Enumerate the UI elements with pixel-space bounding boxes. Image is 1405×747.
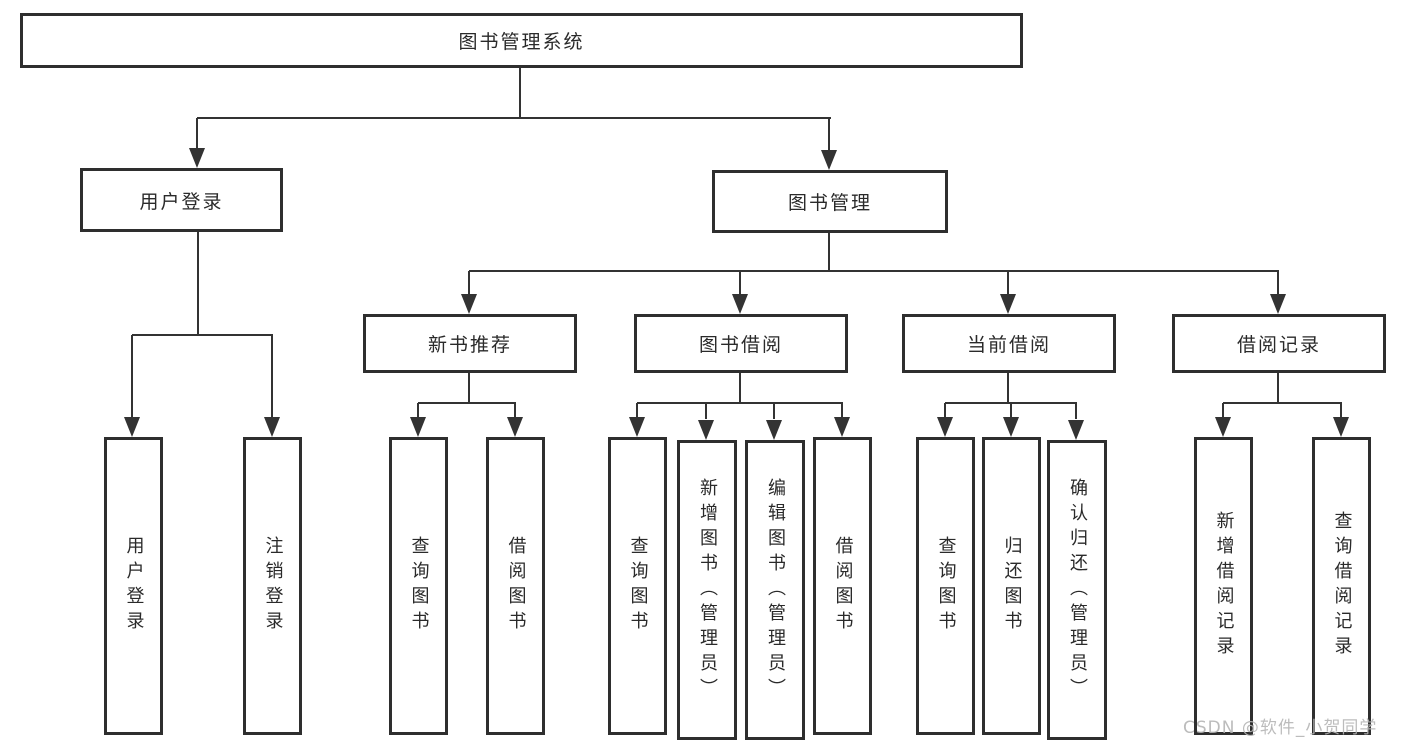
node-book-management-label: 图书管理 [787, 192, 872, 214]
connector-vline [468, 373, 470, 403]
node-new-book-recommend-label: 新书推荐 [427, 334, 512, 356]
connector-vline [1007, 373, 1009, 403]
leaf-query-borrow-record: 查询借阅记录 [1312, 437, 1371, 735]
leaf-user-login-label: 用户登录 [123, 536, 145, 636]
leaf-borrow-books-borrow-label: 借阅图书 [832, 536, 854, 636]
connector-vline [1277, 373, 1279, 403]
node-root: 图书管理系统 [20, 13, 1023, 68]
connector-vline [468, 271, 470, 296]
connector-vline [705, 403, 707, 419]
node-book-borrow-label: 图书借阅 [698, 334, 783, 356]
connector-vline [197, 232, 199, 335]
connector-vline [1340, 403, 1342, 419]
connector-vline [1007, 271, 1009, 296]
leaf-add-borrow-record-label: 新增借阅记录 [1213, 511, 1235, 661]
node-user-login-label: 用户登录 [139, 190, 224, 213]
leaf-edit-book-admin-label: 编辑图书（管理员） [765, 477, 786, 703]
arrow-down [124, 417, 140, 437]
node-borrow-records: 借阅记录 [1172, 314, 1386, 373]
arrow-down [410, 417, 426, 437]
node-current-borrow: 当前借阅 [902, 314, 1116, 373]
leaf-edit-book-admin: 编辑图书（管理员） [745, 440, 805, 740]
leaf-logout: 注销登录 [243, 437, 302, 735]
arrow-down [461, 294, 477, 314]
connector-hline [469, 270, 1279, 272]
arrow-down [1270, 294, 1286, 314]
connector-vline [1075, 403, 1077, 419]
leaf-query-books-recommend-label: 查询图书 [408, 536, 430, 636]
node-borrow-records-label: 借阅记录 [1236, 334, 1321, 356]
connector-vline [841, 403, 843, 419]
leaf-query-books-recommend: 查询图书 [389, 437, 448, 735]
node-user-login: 用户登录 [80, 168, 283, 232]
arrow-down [189, 148, 205, 168]
connector-vline [417, 403, 419, 419]
connector-vline [131, 335, 133, 419]
leaf-confirm-return-admin: 确认归还（管理员） [1047, 440, 1107, 740]
arrow-down [1333, 417, 1349, 437]
connector-vline [828, 118, 830, 152]
leaf-add-borrow-record: 新增借阅记录 [1194, 437, 1253, 735]
connector-hline [132, 334, 273, 336]
leaf-borrow-books-recommend-label: 借阅图书 [505, 536, 527, 636]
arrow-down [821, 150, 837, 170]
connector-vline [773, 403, 775, 419]
arrow-down [937, 417, 953, 437]
arrow-down [507, 417, 523, 437]
leaf-query-books-current-label: 查询图书 [935, 536, 957, 636]
node-root-label: 图书管理系统 [458, 31, 585, 53]
arrow-down [732, 294, 748, 314]
connector-hline [418, 402, 516, 404]
connector-hline [197, 117, 831, 119]
connector-vline [944, 403, 946, 419]
arrow-down [834, 417, 850, 437]
arrow-down [766, 420, 782, 440]
leaf-query-borrow-record-label: 查询借阅记录 [1331, 511, 1353, 661]
connector-vline [636, 403, 638, 419]
node-new-book-recommend: 新书推荐 [363, 314, 577, 373]
watermark: CSDN @软件_小贺同学 [1183, 718, 1378, 738]
arrow-down [1068, 420, 1084, 440]
arrow-down [698, 420, 714, 440]
connector-vline [271, 335, 273, 419]
leaf-borrow-books-borrow: 借阅图书 [813, 437, 872, 735]
connector-vline [196, 118, 198, 150]
leaf-user-login: 用户登录 [104, 437, 163, 735]
leaf-query-books-borrow-label: 查询图书 [627, 536, 649, 636]
leaf-add-book-admin-label: 新增图书（管理员） [697, 477, 718, 703]
leaf-confirm-return-admin-label: 确认归还（管理员） [1067, 477, 1088, 703]
leaf-add-book-admin: 新增图书（管理员） [677, 440, 737, 740]
connector-vline [739, 373, 741, 403]
connector-vline [1222, 403, 1224, 419]
leaf-query-books-borrow: 查询图书 [608, 437, 667, 735]
connector-vline [1277, 271, 1279, 296]
leaf-logout-label: 注销登录 [262, 536, 284, 636]
connector-hline [1223, 402, 1342, 404]
connector-vline [519, 68, 521, 118]
connector-vline [1010, 403, 1012, 419]
arrow-down [1215, 417, 1231, 437]
connector-vline [739, 271, 741, 296]
leaf-query-books-current: 查询图书 [916, 437, 975, 735]
connector-hline [637, 402, 843, 404]
arrow-down [629, 417, 645, 437]
connector-vline [514, 403, 516, 419]
arrow-down [1000, 294, 1016, 314]
arrow-down [1003, 417, 1019, 437]
leaf-return-books-label: 归还图书 [1001, 536, 1023, 636]
leaf-return-books: 归还图书 [982, 437, 1041, 735]
leaf-borrow-books-recommend: 借阅图书 [486, 437, 545, 735]
arrow-down [264, 417, 280, 437]
node-book-borrow: 图书借阅 [634, 314, 848, 373]
connector-vline [828, 233, 830, 271]
node-book-management: 图书管理 [712, 170, 948, 233]
node-current-borrow-label: 当前借阅 [966, 334, 1051, 356]
